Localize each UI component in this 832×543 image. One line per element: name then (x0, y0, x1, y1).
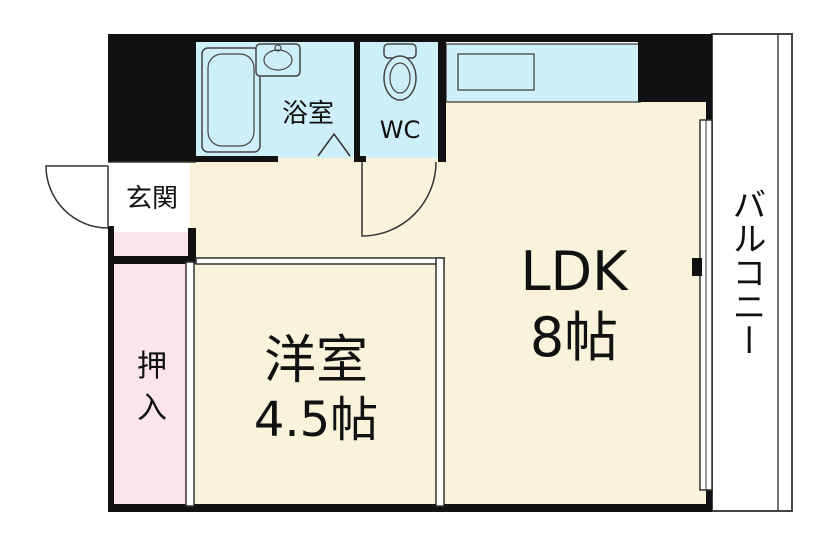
wall-bottom (108, 504, 712, 512)
closet-floor (114, 262, 190, 506)
window-mullion (692, 258, 702, 276)
faucet (274, 44, 282, 52)
washbasin-bowl (263, 49, 293, 71)
washbasin (255, 43, 301, 77)
western-room-size: 4.5帖 (254, 392, 378, 448)
wall-wet-bottom-left (196, 156, 278, 162)
closet-label-line1: 押 (137, 349, 167, 384)
balcony-label: バルコニー (726, 187, 766, 357)
toilet-seat (389, 62, 411, 94)
kitchen-sink (457, 53, 535, 91)
wall-wc-bottom (360, 156, 366, 162)
wc-label: WC (380, 116, 421, 144)
bathtub (201, 47, 261, 153)
entrance-label: 玄関 (126, 184, 178, 214)
wall-closet-top (108, 256, 196, 264)
entrance-step (114, 232, 190, 260)
ldk-size: 8帖 (530, 306, 618, 369)
wall-block-right (638, 34, 712, 102)
wall-left (108, 226, 114, 512)
partition-western-right (435, 257, 445, 507)
western-room-floor (190, 262, 442, 506)
closet-label-line2: 入 (137, 391, 167, 426)
ldk-name: LDK (520, 240, 629, 303)
wall-wc-right (438, 42, 446, 162)
wc-door-swing (361, 161, 437, 237)
wall-top (196, 34, 640, 42)
bath-door-folding (317, 132, 351, 157)
entrance-floor (114, 166, 190, 232)
toilet-bowl (383, 55, 417, 101)
partition-western-top (195, 257, 445, 265)
partition-closet-right (185, 261, 195, 507)
wall-right-lower (706, 490, 712, 510)
bathtub-inner (207, 53, 255, 147)
wall-entrance-right (188, 228, 196, 258)
wall-right-upper (706, 100, 712, 120)
western-room-name: 洋室 (264, 331, 368, 391)
entrance-door-swing (45, 165, 109, 229)
wall-wet-divider (354, 42, 360, 162)
bath-label: 浴室 (282, 99, 334, 129)
wall-block-left (108, 34, 196, 162)
